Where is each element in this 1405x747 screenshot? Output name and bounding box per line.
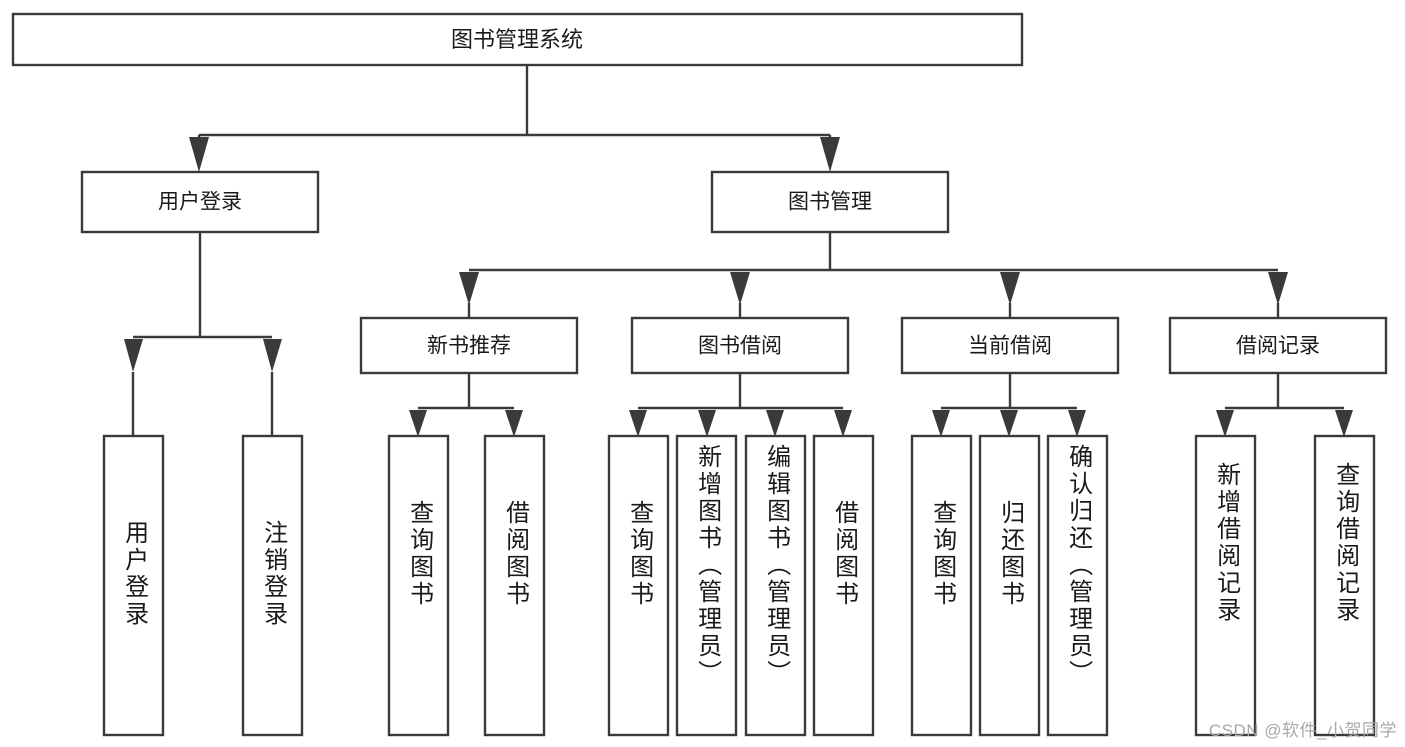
leaf-box-cb-query-book[interactable]: [910, 434, 973, 737]
leaf-box-br-query-record[interactable]: [1313, 434, 1376, 737]
arrow-to-book-manage: [820, 137, 840, 172]
leaf-box-bb-borrow-book[interactable]: [812, 434, 875, 737]
arrow-to-leaf-logout: [263, 339, 282, 372]
node-book-manage-box[interactable]: [710, 170, 950, 234]
node-book-manage[interactable]: 图书管理: [710, 170, 950, 234]
node-borrow-record[interactable]: 借阅记录: [1168, 316, 1388, 375]
arrow-bb-leaf-2: [698, 410, 716, 437]
arrow-bb-leaf-1: [629, 410, 647, 437]
arrow-to-current-borrow: [1000, 272, 1020, 305]
arrow-br-leaf-2: [1335, 410, 1353, 437]
arrow-cb-leaf-3: [1068, 410, 1086, 437]
arrow-nbr-leaf-2: [505, 410, 523, 437]
node-book-manage-label: 图书管理: [788, 191, 872, 214]
arrow-to-book-borrow: [730, 272, 750, 305]
leaf-box-br-add-record[interactable]: [1194, 434, 1257, 737]
node-borrow-record-box[interactable]: [1168, 316, 1388, 375]
leaf-box-bb-edit-book[interactable]: [744, 434, 807, 737]
leaf-box-bb-add-book[interactable]: [675, 434, 738, 737]
leaf-box-nbr-borrow-book[interactable]: [483, 434, 546, 737]
leaf-box-nbr-query-book[interactable]: [387, 434, 450, 737]
node-book-borrow-label: 图书借阅: [698, 335, 782, 358]
leaf-box-bb-query-book[interactable]: [607, 434, 670, 737]
node-root-box[interactable]: [11, 12, 1024, 67]
node-user-login-label: 用户登录: [158, 191, 242, 214]
arrow-to-user-login: [189, 137, 209, 172]
node-user-login[interactable]: 用户登录: [80, 170, 320, 234]
node-root-label: 图书管理系统: [451, 27, 583, 52]
node-new-book-recommend-box[interactable]: [359, 316, 579, 375]
node-current-borrow-label: 当前借阅: [968, 335, 1052, 358]
leaf-box-user-login[interactable]: [102, 434, 165, 737]
arrow-br-leaf-1: [1216, 410, 1234, 437]
node-root[interactable]: 图书管理系统: [11, 12, 1024, 67]
node-borrow-record-label: 借阅记录: [1236, 335, 1320, 358]
node-current-borrow-box[interactable]: [900, 316, 1120, 375]
arrow-bb-leaf-3: [766, 410, 784, 437]
node-book-borrow-box[interactable]: [630, 316, 850, 375]
node-new-book-recommend-label: 新书推荐: [427, 335, 511, 358]
node-new-book-recommend[interactable]: 新书推荐: [359, 316, 579, 375]
leaf-box-cb-return-book[interactable]: [978, 434, 1041, 737]
node-current-borrow[interactable]: 当前借阅: [900, 316, 1120, 375]
arrow-to-new-book: [459, 272, 479, 305]
node-book-borrow[interactable]: 图书借阅: [630, 316, 850, 375]
arrow-to-borrow-record: [1268, 272, 1288, 305]
watermark: CSDN @软件_小贺同学: [1208, 721, 1397, 740]
arrow-bb-leaf-4: [834, 410, 852, 437]
arrow-cb-leaf-1: [932, 410, 950, 437]
arrow-nbr-leaf-1: [409, 410, 427, 437]
leaf-box-logout[interactable]: [241, 434, 304, 737]
arrow-to-leaf-user-login: [124, 339, 143, 372]
arrow-cb-leaf-2: [1000, 410, 1018, 437]
leaf-box-cb-confirm-return[interactable]: [1046, 434, 1109, 737]
